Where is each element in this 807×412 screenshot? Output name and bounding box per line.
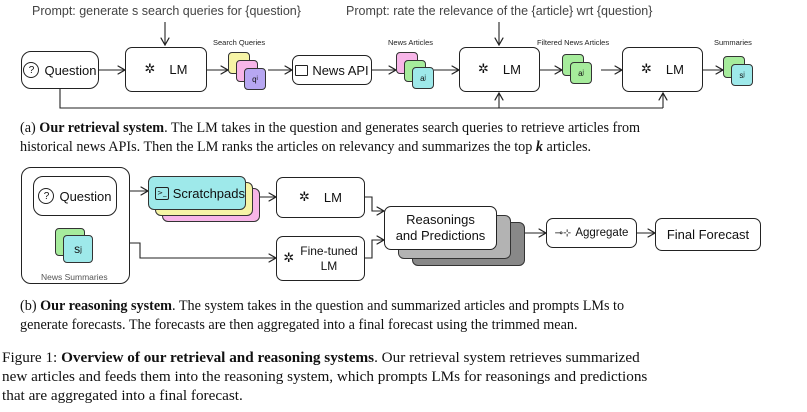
summary-card-sub: j (743, 72, 745, 78)
neural-network-icon: ✲ (299, 190, 310, 205)
lm-box-b: ✲ LM (276, 177, 365, 218)
lm-label: LM (665, 62, 684, 77)
caption-b-line1: . The system takes in the question and s… (172, 298, 625, 314)
final-forecast-box: Final Forecast (655, 218, 761, 251)
final-forecast-label: Final Forecast (666, 227, 750, 242)
figure-line1: . Our retrieval system retrieves summari… (374, 349, 640, 366)
lm-to-reasonings (365, 196, 384, 211)
finetuned-label-line1: Fine-tuned (300, 243, 358, 258)
filtered-card-label: a (578, 68, 583, 78)
reasonings-label-line2: and Predictions (395, 228, 486, 243)
article-card-label: a (420, 73, 425, 83)
reasonings-label-line1: Reasonings (406, 212, 475, 227)
lm-label: LM (323, 190, 342, 205)
finetuned-lm-label: Fine-tuned LM (300, 244, 357, 274)
finetuned-lm-box: ✲ Fine-tuned LM (276, 236, 365, 281)
filtered-card-sub: j (582, 70, 584, 76)
caption-a-k: k (535, 139, 543, 155)
scratchpads-label: Scratchpads (172, 185, 245, 201)
lm-label: LM (169, 62, 188, 77)
summary-card-label: s (739, 70, 744, 80)
summaries-label: Summaries (714, 38, 752, 47)
lm-label: LM (502, 62, 521, 77)
query-card-sub: i (256, 76, 258, 82)
caption-a-title: Our retrieval system (39, 120, 165, 136)
reasonings-predictions-box: Reasonings and Predictions (384, 206, 497, 250)
news-articles-label: News Articles (388, 38, 434, 47)
search-queries-label: Search Queries (213, 38, 266, 47)
neural-network-icon: ✲ (144, 62, 156, 77)
caption-a: (a) Our retrieval system. The LM takes i… (20, 119, 800, 157)
question-box-b: ? Question (33, 176, 117, 216)
news-api-box: News API (292, 55, 372, 85)
figure-label: Figure 1: (2, 349, 58, 366)
caption-a-line2: historical news APIs. Then the LM ranks … (20, 139, 536, 155)
scratchpad-card-front: >_ Scratchpads (148, 176, 246, 210)
caption-a-line1: . The LM takes in the question and gener… (164, 120, 641, 136)
summary-card-b-label: s (74, 242, 81, 256)
question-box-a: ? Question (21, 51, 99, 89)
terminal-icon: >_ (155, 186, 169, 200)
question-feedback-line (59, 89, 663, 109)
caption-b: (b) Our reasoning system. The system tak… (20, 297, 800, 335)
prompt-generate-queries: Prompt: generate s search queries for {q… (32, 4, 301, 18)
prompt-rate-relevance: Prompt: rate the relevance of the {artic… (346, 4, 653, 18)
finetuned-label-line2: LM (320, 258, 338, 273)
news-summaries-label: News Summaries (41, 272, 108, 282)
neural-network-icon: ✲ (641, 62, 652, 77)
inputs-to-finetuned (130, 242, 276, 258)
caption-a-line2-end: articles. (542, 139, 592, 155)
figure-line3: that are aggregated into a final forecas… (2, 387, 243, 404)
lm-box-2: ✲ LM (459, 47, 540, 92)
question-label: Question (44, 62, 97, 78)
figure-line2: new articles and feeds them into the rea… (2, 368, 648, 385)
lm-box-1: ✲ LM (125, 47, 207, 92)
caption-b-title: Our reasoning system (40, 298, 172, 314)
filtered-news-articles-label: Filtered News Articles (537, 38, 610, 47)
query-card-label: q (252, 74, 257, 84)
question-label: Question (59, 188, 112, 204)
aggregate-icon: ⊸⊹ (554, 227, 572, 239)
figure-caption: Figure 1: Overview of our retrieval and … (2, 348, 805, 405)
news-api-label: News API (312, 62, 369, 78)
article-card-sub: j (424, 75, 426, 81)
neural-network-icon: ✲ (478, 62, 489, 77)
question-mark-icon: ? (38, 188, 55, 204)
caption-a-tag: (a) (20, 120, 36, 136)
caption-b-line2: generate forecasts. The forecasts are th… (20, 317, 578, 333)
neural-network-icon: ✲ (283, 251, 295, 266)
newspaper-icon (295, 64, 309, 76)
lm-box-3: ✲ LM (622, 47, 703, 92)
aggregate-box: ⊸⊹ Aggregate (546, 218, 637, 248)
caption-b-tag: (b) (20, 298, 37, 314)
summary-card-b-sub: j (80, 244, 82, 254)
figure-title: Overview of our retrieval and reasoning … (61, 349, 375, 366)
finetuned-to-reasonings (365, 240, 384, 259)
question-mark-icon: ? (23, 62, 40, 78)
aggregate-label: Aggregate (575, 227, 629, 239)
